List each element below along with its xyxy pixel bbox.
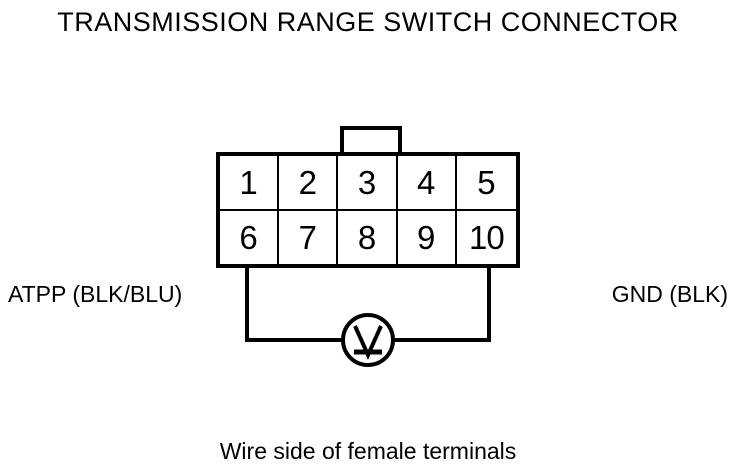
diagram-caption: Wire side of female terminals bbox=[219, 438, 517, 464]
pin-cell-7: 7 bbox=[279, 211, 339, 264]
wire-label-atpp: ATPP (BLK/BLU) bbox=[8, 281, 183, 307]
wire-left-vertical bbox=[245, 266, 249, 342]
wire-right-vertical bbox=[487, 266, 491, 342]
pin-cell-4: 4 bbox=[398, 156, 457, 209]
pin-cell-8: 8 bbox=[338, 211, 398, 264]
pin-cell-5: 5 bbox=[477, 164, 496, 201]
pin-cell-2: 2 bbox=[279, 156, 339, 209]
connector-bottom-row: 6 7 8 9 10 bbox=[220, 211, 516, 264]
connector-top-row: 1 2 3 4 5 bbox=[220, 156, 516, 211]
voltmeter-icon bbox=[341, 313, 395, 367]
pin-cell-10: 10 bbox=[469, 219, 505, 256]
wire-bottom-left-horizontal bbox=[245, 338, 345, 342]
pin-cell-1: 1 bbox=[220, 156, 280, 209]
wire-bottom-right-horizontal bbox=[391, 338, 491, 342]
pin-cell-3: 3 bbox=[338, 156, 398, 209]
connector-latch-tab bbox=[340, 126, 402, 156]
connector-body: 1 2 3 4 5 6 7 8 9 10 bbox=[216, 152, 520, 268]
page-title: TRANSMISSION RANGE SWITCH CONNECTOR bbox=[57, 7, 679, 37]
pin-cell-6: 6 bbox=[220, 211, 280, 264]
wire-label-gnd: GND (BLK) bbox=[611, 281, 728, 307]
pin-cell-9: 9 bbox=[398, 211, 457, 264]
